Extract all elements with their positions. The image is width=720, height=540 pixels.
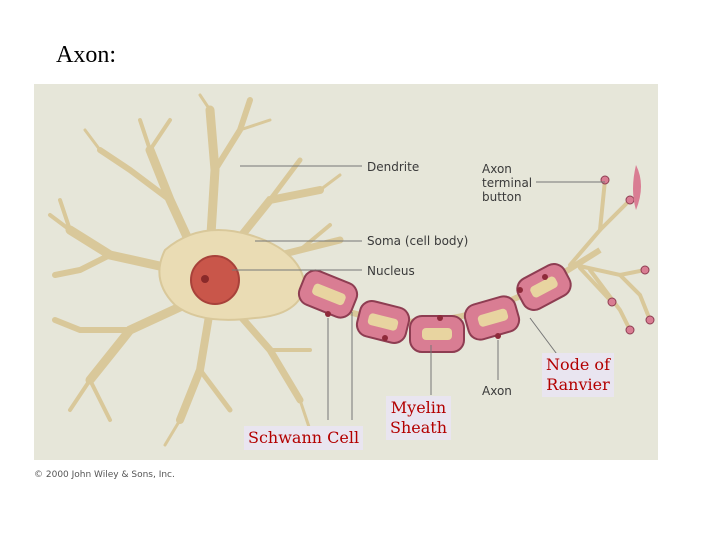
nucleolus — [201, 275, 209, 283]
myelin-segments — [297, 263, 572, 353]
target-cell — [633, 165, 641, 210]
myelin-sheath-label: Myelin Sheath — [386, 396, 452, 440]
soma-label: Soma (cell body) — [367, 234, 469, 248]
schwann-cell-label: Schwann Cell — [244, 426, 364, 450]
nucleus-label: Nucleus — [367, 264, 415, 278]
node-of-ranvier-label: Node of Ranvier — [542, 353, 614, 397]
axon-label: Axon — [482, 384, 512, 398]
nucleus — [190, 255, 240, 305]
axon-terminal-label: Axon terminal button — [482, 162, 533, 204]
dendrite-label: Dendrite — [367, 160, 420, 174]
axon-terminals — [568, 178, 652, 332]
copyright-notice: © 2000 John Wiley & Sons, Inc. — [34, 470, 175, 480]
slide-title: Axon: — [56, 42, 116, 68]
leader-lines — [232, 165, 605, 420]
terminal-buttons — [600, 175, 655, 335]
